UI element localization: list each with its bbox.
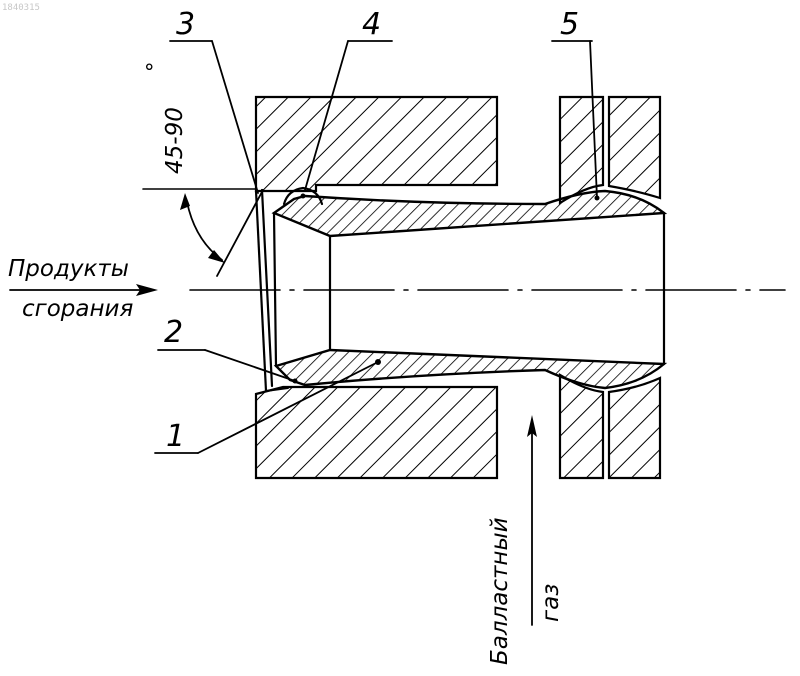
ballast-arrow [527,415,537,625]
callout-5-number: 5 [560,7,579,42]
seal-ring-dot [301,194,306,199]
angle-dimension: 45-90 ° [143,62,263,277]
callout-3-leader [212,41,258,193]
outer-wall-inner-layer-lower [560,375,603,478]
ballast-label-line1: Балластный [487,517,513,665]
callout-1-number: 1 [166,419,185,454]
callout-5-dot [595,196,600,201]
outer-wall-outer-layer-lower [609,378,660,478]
nozzle-wall-lower [276,350,664,388]
callout-3-number: 3 [176,7,195,42]
callout-2-dot [293,379,298,384]
angle-leg-line [217,190,263,276]
angle-value-label: 45-90 [162,107,188,174]
callout-4-number: 4 [362,7,381,42]
angle-arc [187,202,222,260]
angle-arc-arrow-bottom [208,250,225,263]
angle-degree-mark: ° [143,62,167,73]
housing-lower-block [256,387,497,478]
housing-upper-block [256,97,497,191]
housing [256,97,497,478]
inlet-arrow [10,284,158,296]
inlet-label-line1: Продукты [8,256,129,282]
outer-wall-outer-layer-upper [609,97,660,198]
inlet-label-line2: сгорания [22,296,133,322]
ballast-label-line2: газ [538,584,564,622]
outer-wall [560,97,660,478]
nozzle-wall-upper [274,191,664,236]
callout-2-number: 2 [164,315,183,350]
document-id: 1840315 [2,3,40,13]
callout-1-dot [375,359,381,365]
